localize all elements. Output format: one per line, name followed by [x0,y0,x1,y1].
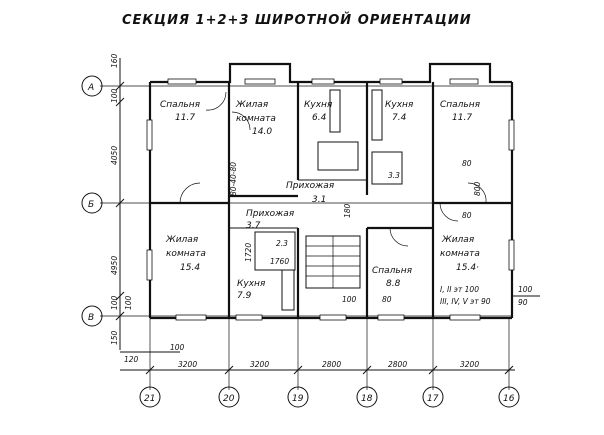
svg-text:19: 19 [292,394,304,404]
svg-text:Б: Б [88,200,94,210]
room-name: комната [440,249,480,259]
svg-text:180: 180 [343,203,352,218]
svg-text:800: 800 [473,181,482,196]
exterior-walls [146,62,515,321]
svg-text:160: 160 [110,53,119,68]
svg-text:4050: 4050 [110,146,119,165]
room-labels: Спальня 11.7 Жилая комната 14.0 Кухня 6.… [160,100,481,301]
svg-text:3.3: 3.3 [388,171,400,180]
room-name: Жилая [165,235,199,245]
svg-text:100: 100 [110,88,119,103]
room-name: Кухня [304,100,333,110]
axis-marker-v [81,305,103,327]
svg-text:3200: 3200 [178,360,197,369]
room-name: Прихожая [286,181,335,191]
room-name: комната [166,249,206,259]
row-axis-markers: А Б В [81,75,103,327]
svg-text:2800: 2800 [322,360,341,369]
plan-title: СЕКЦИЯ 1+2+3 ШИРОТНОЙ ОРИЕНТАЦИИ [122,12,472,28]
svg-text:3200: 3200 [460,360,479,369]
room-area: 14.0 [252,127,272,137]
room-area: 8.8 [386,279,401,289]
interior-walls [150,82,512,318]
room-area: 3.7 [246,221,261,231]
axis-marker-a [81,75,103,97]
svg-text:В: В [88,313,94,323]
svg-text:III, IV, V эт 90: III, IV, V эт 90 [440,297,491,306]
room-area: 11.7 [452,113,472,123]
svg-text:80: 80 [382,295,392,304]
svg-text:16: 16 [503,394,515,404]
room-name: Жилая [441,235,475,245]
room-name: Спальня [160,100,201,110]
svg-text:А: А [87,83,94,93]
room-area: 3.1 [312,195,326,205]
interior-dimensions: 1720 1760 2.3 3.3 80 800 80 180 100 80 8… [229,159,482,304]
room-area: 7.9 [237,291,252,301]
svg-text:17: 17 [427,394,439,404]
room-name: Спальня [440,100,481,110]
svg-text:80: 80 [462,211,472,220]
left-dimension-chain: 4050 4950 100 150 160 100 100 [110,53,133,350]
svg-text:I, II эт 100: I, II эт 100 [440,285,479,294]
svg-text:1760: 1760 [270,257,289,266]
svg-text:80-40-80: 80-40-80 [229,162,238,196]
svg-text:100: 100 [170,343,185,352]
svg-text:4950: 4950 [110,256,119,275]
room-name: комната [236,114,276,124]
svg-text:18: 18 [361,394,373,404]
svg-text:1720: 1720 [244,243,253,262]
svg-text:100: 100 [110,295,119,310]
svg-text:3200: 3200 [250,360,269,369]
svg-text:2800: 2800 [388,360,407,369]
svg-text:2.3: 2.3 [276,239,288,248]
column-axis-markers: 21 20 19 18 17 16 [139,386,520,408]
room-name: Жилая [235,100,269,110]
svg-text:150: 150 [110,330,119,345]
room-name: Прихожая [246,209,295,219]
room-area: 11.7 [175,113,195,123]
svg-text:21: 21 [144,394,155,404]
svg-text:100: 100 [518,285,533,294]
room-name: Спальня [372,266,413,276]
room-area: 7.4 [392,113,407,123]
room-area: 15.4 [180,263,200,273]
svg-text:90: 90 [518,298,528,307]
bottom-dimension-chain: 3200 3200 2800 2800 3200 120 100 [120,343,515,375]
svg-text:20: 20 [223,394,235,404]
room-name: Кухня [385,100,414,110]
svg-text:120: 120 [124,355,139,364]
floor-thickness-note: I, II эт 100 III, IV, V эт 90 100 90 [440,285,540,307]
room-area: 15.4· [456,263,479,273]
room-name: Кухня [237,279,266,289]
svg-text:100: 100 [342,295,357,304]
svg-text:100: 100 [124,295,133,310]
room-area: 6.4 [312,113,327,123]
axis-marker-b [81,192,103,214]
svg-text:80: 80 [462,159,472,168]
